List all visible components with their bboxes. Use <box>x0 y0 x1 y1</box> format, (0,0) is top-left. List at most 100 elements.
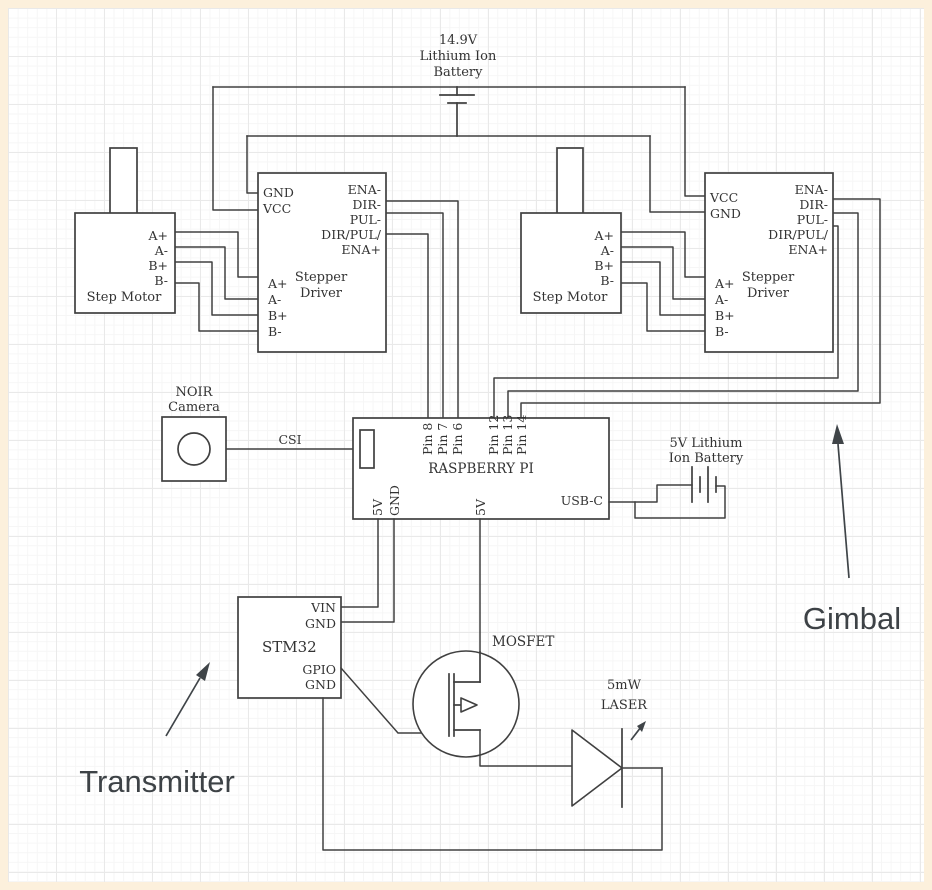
aux-battery-wires <box>608 484 726 519</box>
right-motor-box <box>520 212 622 314</box>
stm32-vin-label: VIN <box>310 600 336 615</box>
wire-right-vcc-drop <box>684 86 706 197</box>
right-driver-name2: Driver <box>747 286 790 301</box>
wire-left-gnd-drop <box>246 135 259 194</box>
wire-ldrv-pul-pin7 <box>385 212 444 419</box>
left-driver-name1: Stepper <box>295 270 348 285</box>
right-driver-ena+: ENA+ <box>788 242 828 257</box>
battery-main-symbol <box>439 86 475 137</box>
right-driver-pul-: PUL- <box>797 212 828 227</box>
gimbal-arrow <box>832 424 850 579</box>
stm32-gpio-label: GPIO <box>302 662 336 677</box>
battery-aux-label-line1: 5V Lithium <box>669 436 742 451</box>
battery-main-label-line2: Lithium Ion <box>420 49 497 64</box>
right-motor-pin-bm: B- <box>600 273 614 288</box>
left-motor-pin-bp: B+ <box>148 258 168 273</box>
right-driver-gnd: GND <box>710 206 741 221</box>
stm32-gnd2-label: GND <box>305 677 336 692</box>
left-driver-box <box>257 172 387 353</box>
battery-main-label-line3: Battery <box>433 65 483 80</box>
camera-label-line2: Camera <box>168 400 220 415</box>
laser-emission-arrow <box>630 721 646 741</box>
battery-aux-symbol <box>691 466 717 503</box>
left-driver-ena-: ENA- <box>348 182 381 197</box>
signal-wires <box>385 198 881 419</box>
pi-5v-left-label: 5V <box>370 498 385 516</box>
right-driver-dirpul: DIR/PUL/ <box>768 227 829 242</box>
battery-main-label-line1: 14.9V <box>439 33 478 48</box>
camera-lens <box>177 432 211 466</box>
pi-csi-connector <box>359 429 375 469</box>
pi-label: RASPBERRY PI <box>428 461 534 477</box>
right-motor-pin-bp: B+ <box>594 258 614 273</box>
wire-gnd-to-stm32 <box>340 518 395 623</box>
left-driver-ena+: ENA+ <box>341 242 381 257</box>
left-driver-bp: B+ <box>268 308 288 323</box>
wire-usbc-minus <box>634 485 726 519</box>
pi-pin14-label: Pin 14 <box>514 415 529 455</box>
left-driver-am: A- <box>267 292 281 307</box>
power-rail-wires <box>212 86 706 213</box>
left-motor-shaft <box>109 147 138 215</box>
laser-label-line2: LASER <box>601 698 648 713</box>
wire-rdrv-dirpul-pin12 <box>493 225 839 419</box>
laser-diode-triangle <box>571 729 623 807</box>
stm32-label: STM32 <box>262 638 317 656</box>
csi-label: CSI <box>278 432 301 447</box>
laser-label-line1: 5mW <box>607 678 642 693</box>
wire-return-loop <box>322 697 663 851</box>
right-motor-label: Step Motor <box>533 290 608 305</box>
pi-pin8-label: Pin 8 <box>420 423 435 455</box>
left-motor-label: Step Motor <box>87 290 162 305</box>
right-driver-name1: Stepper <box>742 270 795 285</box>
left-driver-vcc: VCC <box>262 201 291 216</box>
right-driver-ena-: ENA- <box>795 182 828 197</box>
wire-rm-am <box>620 246 706 300</box>
pi-5v-center-label: 5V <box>473 498 488 516</box>
right-driver-bm: B- <box>715 324 729 339</box>
wire-ldrv-dir-pin6 <box>385 200 459 419</box>
wire-usbc-plus <box>608 484 693 503</box>
pi-usbc-label: USB-C <box>561 493 603 508</box>
wire-lm-bm <box>174 282 259 332</box>
right-driver-am: A- <box>714 292 728 307</box>
right-driver-vcc: VCC <box>709 190 738 205</box>
mosfet-symbol <box>448 651 481 737</box>
wire-lm-bp <box>174 261 259 316</box>
wire-source-to-laser <box>479 729 573 767</box>
wire-right-gnd-drop <box>649 135 706 213</box>
left-driver-name2: Driver <box>300 286 343 301</box>
wire-rdrv-pul-pin13 <box>507 212 859 419</box>
pi-pin12-label: Pin 12 <box>486 415 501 455</box>
wire-lm-ap <box>174 231 259 278</box>
wire-5v-to-vin <box>340 518 379 608</box>
right-motor-pin-ap: A+ <box>593 228 614 243</box>
stm32-box <box>237 596 342 699</box>
wire-left-vcc-drop <box>212 86 259 211</box>
pi-pin7-label: Pin 7 <box>435 423 450 455</box>
pi-pin6-label: Pin 6 <box>450 423 465 455</box>
right-driver-ap: A+ <box>714 276 735 291</box>
raspberry-pi-box <box>352 417 610 520</box>
battery-aux-label-line2: Ion Battery <box>669 451 744 466</box>
wire-rdrv-dir-pin14 <box>520 198 881 419</box>
wire-rm-bp <box>620 261 706 316</box>
left-motor-pin-ap: A+ <box>147 228 168 243</box>
gimbal-label: Gimbal <box>803 601 901 636</box>
left-driver-dirpul: DIR/PUL/ <box>321 227 382 242</box>
mosfet-arrow <box>460 697 478 713</box>
right-driver-bp: B+ <box>715 308 735 323</box>
left-motor-wires <box>174 231 259 332</box>
wire-ldrv-dirpul-pin8 <box>385 233 429 419</box>
left-motor-box <box>74 212 176 314</box>
right-motor-wires <box>620 231 706 332</box>
transmitter-label: Transmitter <box>79 764 235 799</box>
wire-lm-am <box>174 246 259 300</box>
pi-pin13-label: Pin 13 <box>500 415 515 455</box>
left-driver-ap: A+ <box>267 276 288 291</box>
camera-label-line1: NOIR <box>176 385 214 400</box>
pi-gnd-label: GND <box>387 485 402 516</box>
right-motor-pin-am: A- <box>600 243 614 258</box>
transmitter-arrow <box>165 662 210 737</box>
